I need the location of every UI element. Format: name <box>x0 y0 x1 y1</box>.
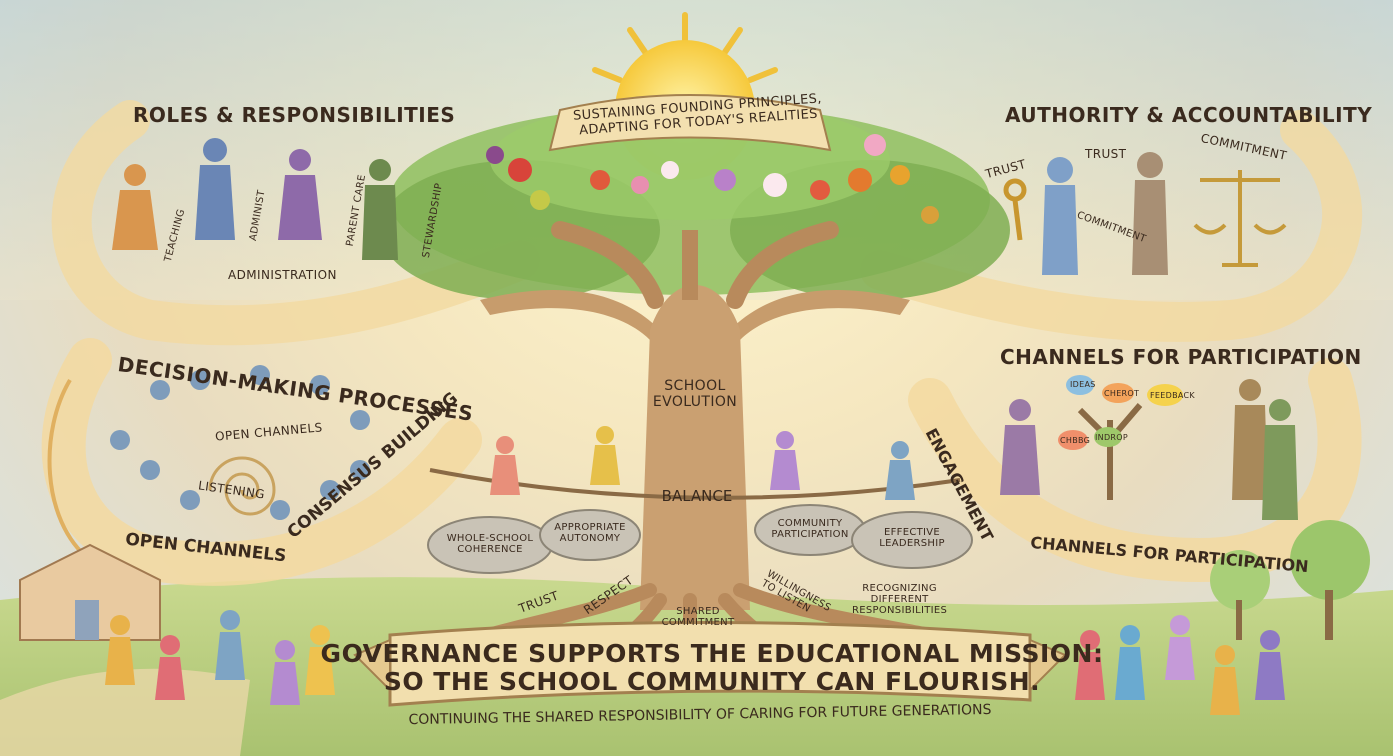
tree-trunk <box>480 221 910 610</box>
balloon-label-5: INDROP <box>1095 433 1128 442</box>
stone-community: COMMUNITY PARTICIPATION <box>771 518 849 540</box>
bottom-banner-line2: SO THE SCHOOL COMMUNITY CAN FLOURISH. <box>383 667 1041 696</box>
bottom-banner-text: GOVERNANCE SUPPORTS THE EDUCATIONAL MISS… <box>321 640 1104 696</box>
path-top-left <box>51 100 540 346</box>
label-trust-right: TRUST <box>1085 147 1127 161</box>
balance-label: BALANCE <box>661 487 733 505</box>
figures-authority <box>1003 152 1287 275</box>
children-bottom-left <box>105 610 335 705</box>
children-bottom-right <box>1075 615 1285 715</box>
root-shared: SHARED COMMITMENT <box>661 606 735 628</box>
label-administration: ADMINISTRATION <box>228 268 337 282</box>
bottom-banner-line1: GOVERNANCE SUPPORTS THE EDUCATIONAL MISS… <box>320 639 1104 668</box>
participation-tree <box>1000 375 1298 520</box>
path-right-loop <box>908 358 1362 583</box>
stone-whole-school: WHOLE-SCHOOL COHERENCE <box>446 533 534 555</box>
path-arrow <box>47 378 92 562</box>
path-left-loop <box>41 338 482 586</box>
dirt-path <box>0 668 250 756</box>
stone-autonomy: APPROPRIATE AUTONOMY <box>554 522 626 544</box>
authority-title: AUTHORITY & ACCOUNTABILITY <box>1005 103 1373 127</box>
channels-title: CHANNELS FOR PARTICIPATION <box>1000 345 1362 369</box>
background-trees <box>1210 520 1370 640</box>
stone-leadership: EFFECTIVE LEADERSHIP <box>879 527 945 549</box>
balloon-label-3: FEEDBACK <box>1150 391 1195 400</box>
balloon-label-4: CHBBG <box>1060 436 1091 445</box>
top-banner <box>548 94 832 152</box>
school-building <box>19 543 161 641</box>
root-recognizing: RECOGNIZING DIFFERENT RESPONSIBILITIES <box>852 583 948 616</box>
trunk-line2: EVOLUTION <box>652 394 738 410</box>
trunk-line1: SCHOOL <box>664 378 726 394</box>
stones <box>427 504 973 574</box>
balloon-label-2: CHEROT <box>1104 389 1140 398</box>
figures-roles <box>112 138 398 260</box>
tree-canopy <box>380 100 1010 300</box>
roles-title: ROLES & RESPONSIBILITIES <box>133 103 456 127</box>
path-top-right <box>860 110 1363 342</box>
tightrope-children <box>490 426 915 500</box>
bottom-banner <box>353 621 1067 707</box>
balloon-label-1: IDEAS <box>1070 380 1096 389</box>
decision-circle <box>110 365 370 520</box>
trunk-label: SCHOOL EVOLUTION <box>653 378 737 410</box>
